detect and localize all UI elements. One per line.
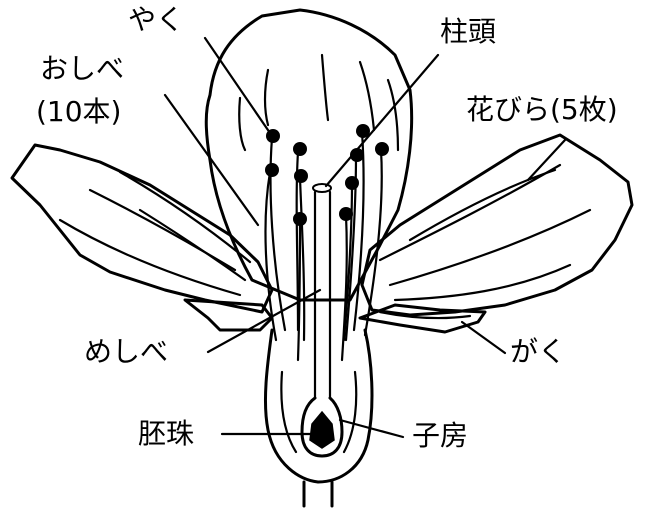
leader-anther: [205, 38, 270, 133]
anther-4: [294, 169, 308, 183]
anther-2: [293, 142, 307, 156]
stigma-label: 柱頭: [440, 18, 496, 46]
left-petal: [12, 145, 272, 312]
leader-stamen: [165, 95, 258, 225]
pistil: [302, 184, 342, 456]
ovule: [310, 412, 334, 448]
anther-3: [265, 163, 279, 177]
anther-label: やく: [128, 6, 184, 34]
stigma: [313, 184, 331, 192]
anther-10: [339, 207, 353, 221]
stamen-filaments: [265, 132, 381, 360]
stamen-label: おしべ: [40, 55, 124, 83]
anther-7: [375, 142, 389, 156]
ovule-label: 胚珠: [138, 420, 194, 448]
pistil-label: めしべ: [84, 338, 168, 366]
leader-sepal: [462, 322, 505, 353]
right-petal: [362, 135, 632, 315]
stamen-count-label: (10本): [36, 98, 121, 126]
ovary-label: 子房: [412, 422, 468, 450]
anthers: [265, 124, 389, 226]
sepal-label: がく: [510, 338, 566, 366]
anther-5: [293, 212, 307, 226]
petal-label: 花びら(5枚): [466, 96, 618, 124]
anther-9: [345, 176, 359, 190]
